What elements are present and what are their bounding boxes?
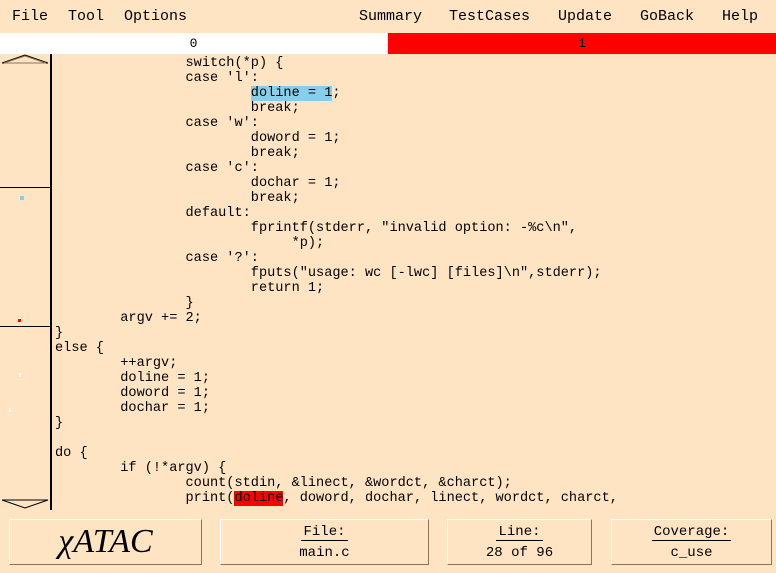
line-label: Line: — [496, 524, 543, 541]
code-line: return 1; — [55, 281, 775, 296]
code-line: else { — [55, 341, 775, 356]
menu-update[interactable]: Update — [558, 8, 613, 25]
code-text: print( — [55, 491, 235, 506]
coverage-mark — [9, 408, 11, 412]
code-text: fputs("usage: wc [-lwc] [files]\n",stder… — [55, 266, 602, 281]
code-line: case 'w': — [55, 116, 775, 131]
code-text: case '?': — [55, 251, 259, 266]
code-text: ; — [332, 86, 341, 101]
code-line: doword = 1; — [55, 386, 775, 401]
code-line: dochar = 1; — [55, 401, 775, 416]
code-text: dochar = 1; — [55, 401, 210, 416]
coverage-value: c_use — [670, 545, 713, 561]
menu-summary[interactable]: Summary — [359, 8, 423, 25]
coverage-mark-covered — [20, 196, 24, 200]
code-line: case '?': — [55, 251, 775, 266]
scroll-track — [50, 54, 52, 510]
code-line: break; — [55, 146, 775, 161]
code-text: } — [55, 296, 194, 311]
code-line: do { — [55, 446, 775, 461]
code-line: count(stdin, &linect, &wordct, &charct); — [55, 476, 775, 491]
coverage-label: Coverage: — [651, 524, 732, 541]
code-text: , doword, dochar, linect, wordct, charct… — [283, 491, 618, 506]
highlight-blue[interactable]: doline = 1 — [250, 86, 333, 101]
code-text: if (!*argv) { — [55, 461, 227, 476]
code-line: fputs("usage: wc [-lwc] [files]\n",stder… — [55, 266, 775, 281]
code-text: } — [55, 416, 64, 431]
code-text: dochar = 1; — [55, 176, 341, 191]
highlight-red[interactable]: doline — [234, 491, 284, 506]
code-text: do { — [55, 446, 88, 461]
code-text — [55, 86, 251, 101]
vertical-scrollbar[interactable] — [0, 54, 52, 510]
code-text: *p); — [55, 236, 325, 251]
app-logo: χATAC — [58, 523, 153, 560]
code-line: break; — [55, 101, 775, 116]
code-line: *p); — [55, 236, 775, 251]
line-value: 28 of 96 — [485, 545, 554, 561]
code-line: break; — [55, 191, 775, 206]
logo-panel: χATAC — [9, 519, 202, 565]
code-text: break; — [55, 101, 300, 116]
code-text: return 1; — [55, 281, 325, 296]
code-line: doline = 1; — [55, 371, 775, 386]
code-text: break; — [55, 146, 300, 161]
source-code-view[interactable]: switch(*p) { case 'l': doline = 1; break… — [55, 56, 775, 510]
menu-help[interactable]: Help — [722, 8, 759, 25]
menu-goback[interactable]: GoBack — [640, 8, 695, 25]
code-line: default: — [55, 206, 775, 221]
menu-bar: File Tool Options Summary TestCases Upda… — [0, 0, 776, 33]
code-line: doline = 1; — [55, 86, 775, 101]
code-text: ++argv; — [55, 356, 178, 371]
code-text: doword = 1; — [55, 386, 210, 401]
code-line — [55, 431, 775, 446]
triangle-down-icon[interactable] — [1, 499, 49, 509]
menu-file[interactable]: File — [12, 8, 49, 25]
code-text: doword = 1; — [55, 131, 341, 146]
file-panel: File: main.c — [220, 519, 429, 565]
coverage-mark — [19, 373, 21, 377]
code-line: } — [55, 416, 775, 431]
code-line: ++argv; — [55, 356, 775, 371]
code-text: } — [55, 326, 64, 341]
line-panel: Line: 28 of 96 — [447, 519, 592, 565]
code-text: count(stdin, &linect, &wordct, &charct); — [55, 476, 512, 491]
code-text: argv += 2; — [55, 311, 202, 326]
file-label: File: — [301, 524, 348, 541]
code-text: default: — [55, 206, 251, 221]
code-text: switch(*p) { — [55, 56, 284, 71]
covered-count: 0 — [0, 33, 387, 54]
code-line: case 'l': — [55, 71, 775, 86]
code-line: switch(*p) { — [55, 56, 775, 71]
code-line: } — [55, 326, 775, 341]
code-text: break; — [55, 191, 300, 206]
menu-testcases[interactable]: TestCases — [449, 8, 531, 25]
code-line: if (!*argv) { — [55, 461, 775, 476]
scroll-thumb[interactable] — [0, 187, 50, 327]
menu-options[interactable]: Options — [124, 8, 188, 25]
code-line: } — [55, 296, 775, 311]
code-text: case 'l': — [55, 71, 259, 86]
code-line: argv += 2; — [55, 311, 775, 326]
code-line: print(doline, doword, dochar, linect, wo… — [55, 491, 775, 506]
code-line: case 'c': — [55, 161, 775, 176]
coverage-panel: Coverage: c_use — [611, 519, 772, 565]
code-text: case 'c': — [55, 161, 259, 176]
code-line: doword = 1; — [55, 131, 775, 146]
coverage-mark-uncovered — [18, 319, 21, 322]
code-text: doline = 1; — [55, 371, 210, 386]
uncovered-count: 1 — [388, 33, 776, 54]
code-text: case 'w': — [55, 116, 259, 131]
coverage-bar: 0 1 — [0, 33, 776, 54]
triangle-up-icon[interactable] — [1, 54, 49, 64]
code-text: else { — [55, 341, 104, 356]
file-value: main.c — [299, 545, 350, 561]
code-line: fprintf(stderr, "invalid option: -%c\n", — [55, 221, 775, 236]
code-line: dochar = 1; — [55, 176, 775, 191]
menu-tool[interactable]: Tool — [68, 8, 105, 25]
code-text: fprintf(stderr, "invalid option: -%c\n", — [55, 221, 578, 236]
